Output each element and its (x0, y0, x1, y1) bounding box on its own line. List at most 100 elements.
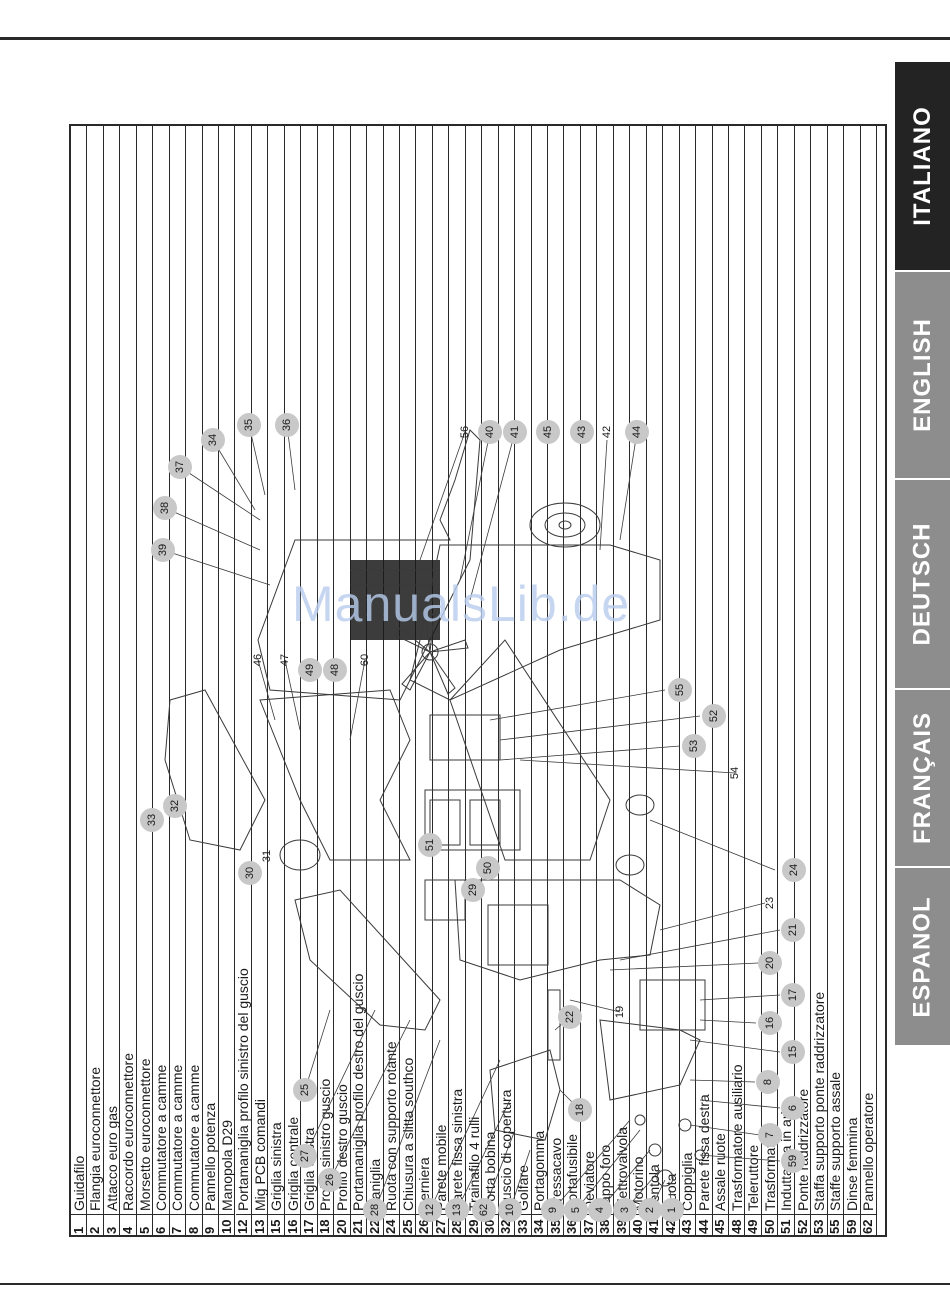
callout-number: 62 (478, 1204, 490, 1216)
callout-51: 51 (418, 833, 442, 857)
callout-circle (323, 658, 347, 682)
callout-circle (564, 1198, 588, 1222)
callout-22: 22 (558, 1005, 582, 1029)
callout-42: 42 (601, 426, 613, 438)
diagram-frame (69, 124, 887, 1237)
callout-4: 4 (588, 1198, 612, 1222)
callout-30: 30 (238, 861, 262, 885)
callout-10: 10 (498, 1198, 522, 1222)
callout-number: 46 (252, 654, 264, 666)
callout-number: 37 (174, 461, 186, 473)
callout-1: 1 (660, 1198, 684, 1222)
callout-60: 60 (359, 654, 371, 666)
divider-plate-drawing (259, 689, 411, 861)
callout-number: 21 (787, 924, 799, 936)
callout-number: 6 (787, 1105, 799, 1111)
callout-circle (758, 1123, 782, 1147)
tab-francais[interactable]: FRANÇAIS (895, 690, 950, 868)
callout-circle (781, 1149, 805, 1173)
callout-circle (588, 1198, 612, 1222)
callout-21: 21 (781, 918, 805, 942)
callout-circle (472, 1198, 496, 1222)
callout-number: 36 (281, 419, 293, 431)
callout-circle (293, 1078, 317, 1102)
callout-number: 59 (787, 1155, 799, 1167)
callout-number: 3 (619, 1207, 631, 1213)
callout-circle (201, 428, 225, 452)
callout-circle (541, 1198, 565, 1222)
callout-number: 5 (570, 1207, 582, 1213)
callout-number: 39 (157, 544, 169, 556)
callout-circle (237, 413, 261, 437)
callout-number: 23 (764, 897, 776, 909)
caster-drawing (625, 794, 655, 816)
callout-7: 7 (758, 1123, 782, 1147)
callout-50: 50 (476, 856, 500, 880)
callout-number: 20 (764, 957, 776, 969)
callout-33: 33 (140, 808, 164, 832)
callout-number: 47 (279, 654, 291, 666)
callout-number: 54 (729, 767, 741, 779)
callout-53: 53 (682, 734, 706, 758)
callout-circle (275, 413, 299, 437)
rectifier-drawing (429, 714, 501, 761)
callout-number: 2 (644, 1207, 656, 1213)
right-panel-drawing (409, 544, 661, 701)
callout-number: 52 (708, 710, 720, 722)
tab-espanol[interactable]: ESPANOL (895, 868, 950, 1047)
callout-number: 13 (451, 1204, 463, 1216)
callout-62: 62 (472, 1198, 496, 1222)
top-cover-drawing (164, 689, 266, 851)
callout-circle (682, 734, 706, 758)
callout-26: 26 (318, 1168, 342, 1192)
callout-number: 1 (666, 1207, 678, 1213)
callout-circle (558, 1005, 582, 1029)
callout-29: 29 (461, 878, 485, 902)
callout-circle (476, 856, 500, 880)
wire-feeder-drawing (424, 879, 466, 921)
callout-45: 45 (536, 420, 560, 444)
callout-circle (498, 1198, 522, 1222)
callout-number: 34 (207, 434, 219, 446)
callout-number: 48 (329, 664, 341, 676)
callout-56: 56 (459, 426, 471, 438)
callout-number: 56 (459, 426, 471, 438)
callout-52: 52 (702, 704, 726, 728)
callout-number: 24 (788, 864, 800, 876)
callout-number: 31 (261, 850, 273, 862)
tab-deutsch[interactable]: DEUTSCH (895, 480, 950, 690)
callout-circle (503, 420, 527, 444)
callout-19: 19 (614, 1006, 626, 1018)
callout-8: 8 (756, 1070, 780, 1094)
callout-circle (781, 1096, 805, 1120)
callout-number: 25 (299, 1084, 311, 1096)
callout-47: 47 (279, 654, 291, 666)
callout-circle (536, 420, 560, 444)
callout-circle (758, 1011, 782, 1035)
callout-number: 45 (542, 426, 554, 438)
bottom-rule (0, 1283, 950, 1285)
callout-number: 9 (547, 1207, 559, 1213)
callout-39: 39 (151, 538, 175, 562)
callout-5: 5 (564, 1198, 588, 1222)
callout-number: 55 (674, 684, 686, 696)
callout-circle (781, 983, 805, 1007)
control-panel-drawing (489, 1049, 561, 1141)
callout-circle (781, 918, 805, 942)
callout-circle (478, 420, 502, 444)
tab-italiano[interactable]: ITALIANO (895, 62, 950, 272)
callout-circle (140, 808, 164, 832)
callout-number: 22 (564, 1011, 576, 1023)
callout-12: 12 (418, 1198, 442, 1222)
callout-28: 28 (363, 1198, 387, 1222)
callout-number: 49 (304, 664, 316, 676)
spool-drawing (279, 839, 321, 871)
callout-18: 18 (568, 1098, 592, 1122)
callout-59: 59 (781, 1149, 805, 1173)
callout-31: 31 (261, 850, 273, 862)
callout-circle (758, 951, 782, 975)
callout-circle (668, 678, 692, 702)
callout-41: 41 (503, 420, 527, 444)
tab-english[interactable]: ENGLISH (895, 272, 950, 480)
